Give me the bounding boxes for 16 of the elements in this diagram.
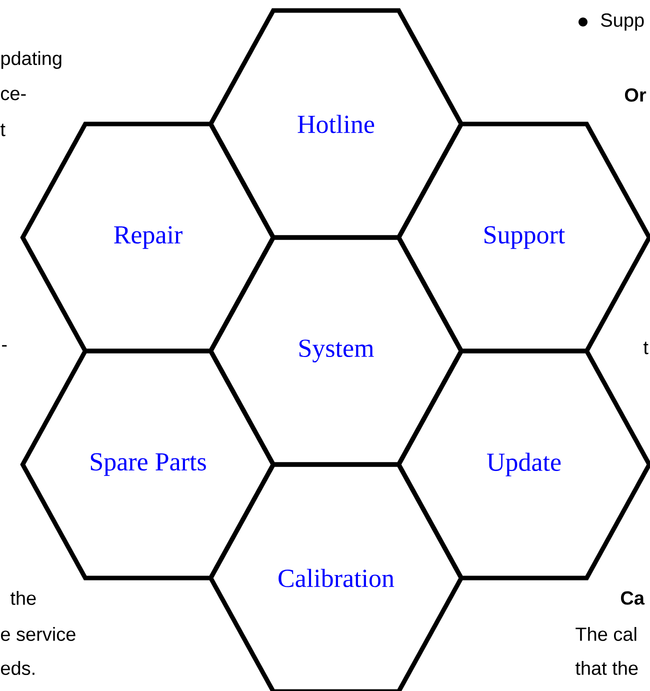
- text-fragment: e service: [1, 627, 76, 641]
- hexagon: System: [208, 235, 464, 467]
- hexagon: Hotline: [208, 8, 464, 240]
- text-fragment: -: [2, 345, 7, 347]
- hexagon: Calibration: [208, 462, 464, 691]
- text-fragment: Or: [624, 88, 646, 102]
- hexagon: Spare Parts: [20, 348, 276, 580]
- text-fragment: Supp: [601, 13, 644, 31]
- text-fragment: the: [10, 591, 36, 605]
- text-fragment: pdating: [1, 51, 62, 69]
- hexagon: Repair: [20, 122, 276, 354]
- text-fragment: eds.: [1, 661, 34, 675]
- text-fragment: ce-: [1, 90, 26, 100]
- text-fragment: that the: [575, 661, 638, 675]
- text-fragment: The cal: [576, 627, 636, 641]
- text-fragment: t: [0, 124, 6, 136]
